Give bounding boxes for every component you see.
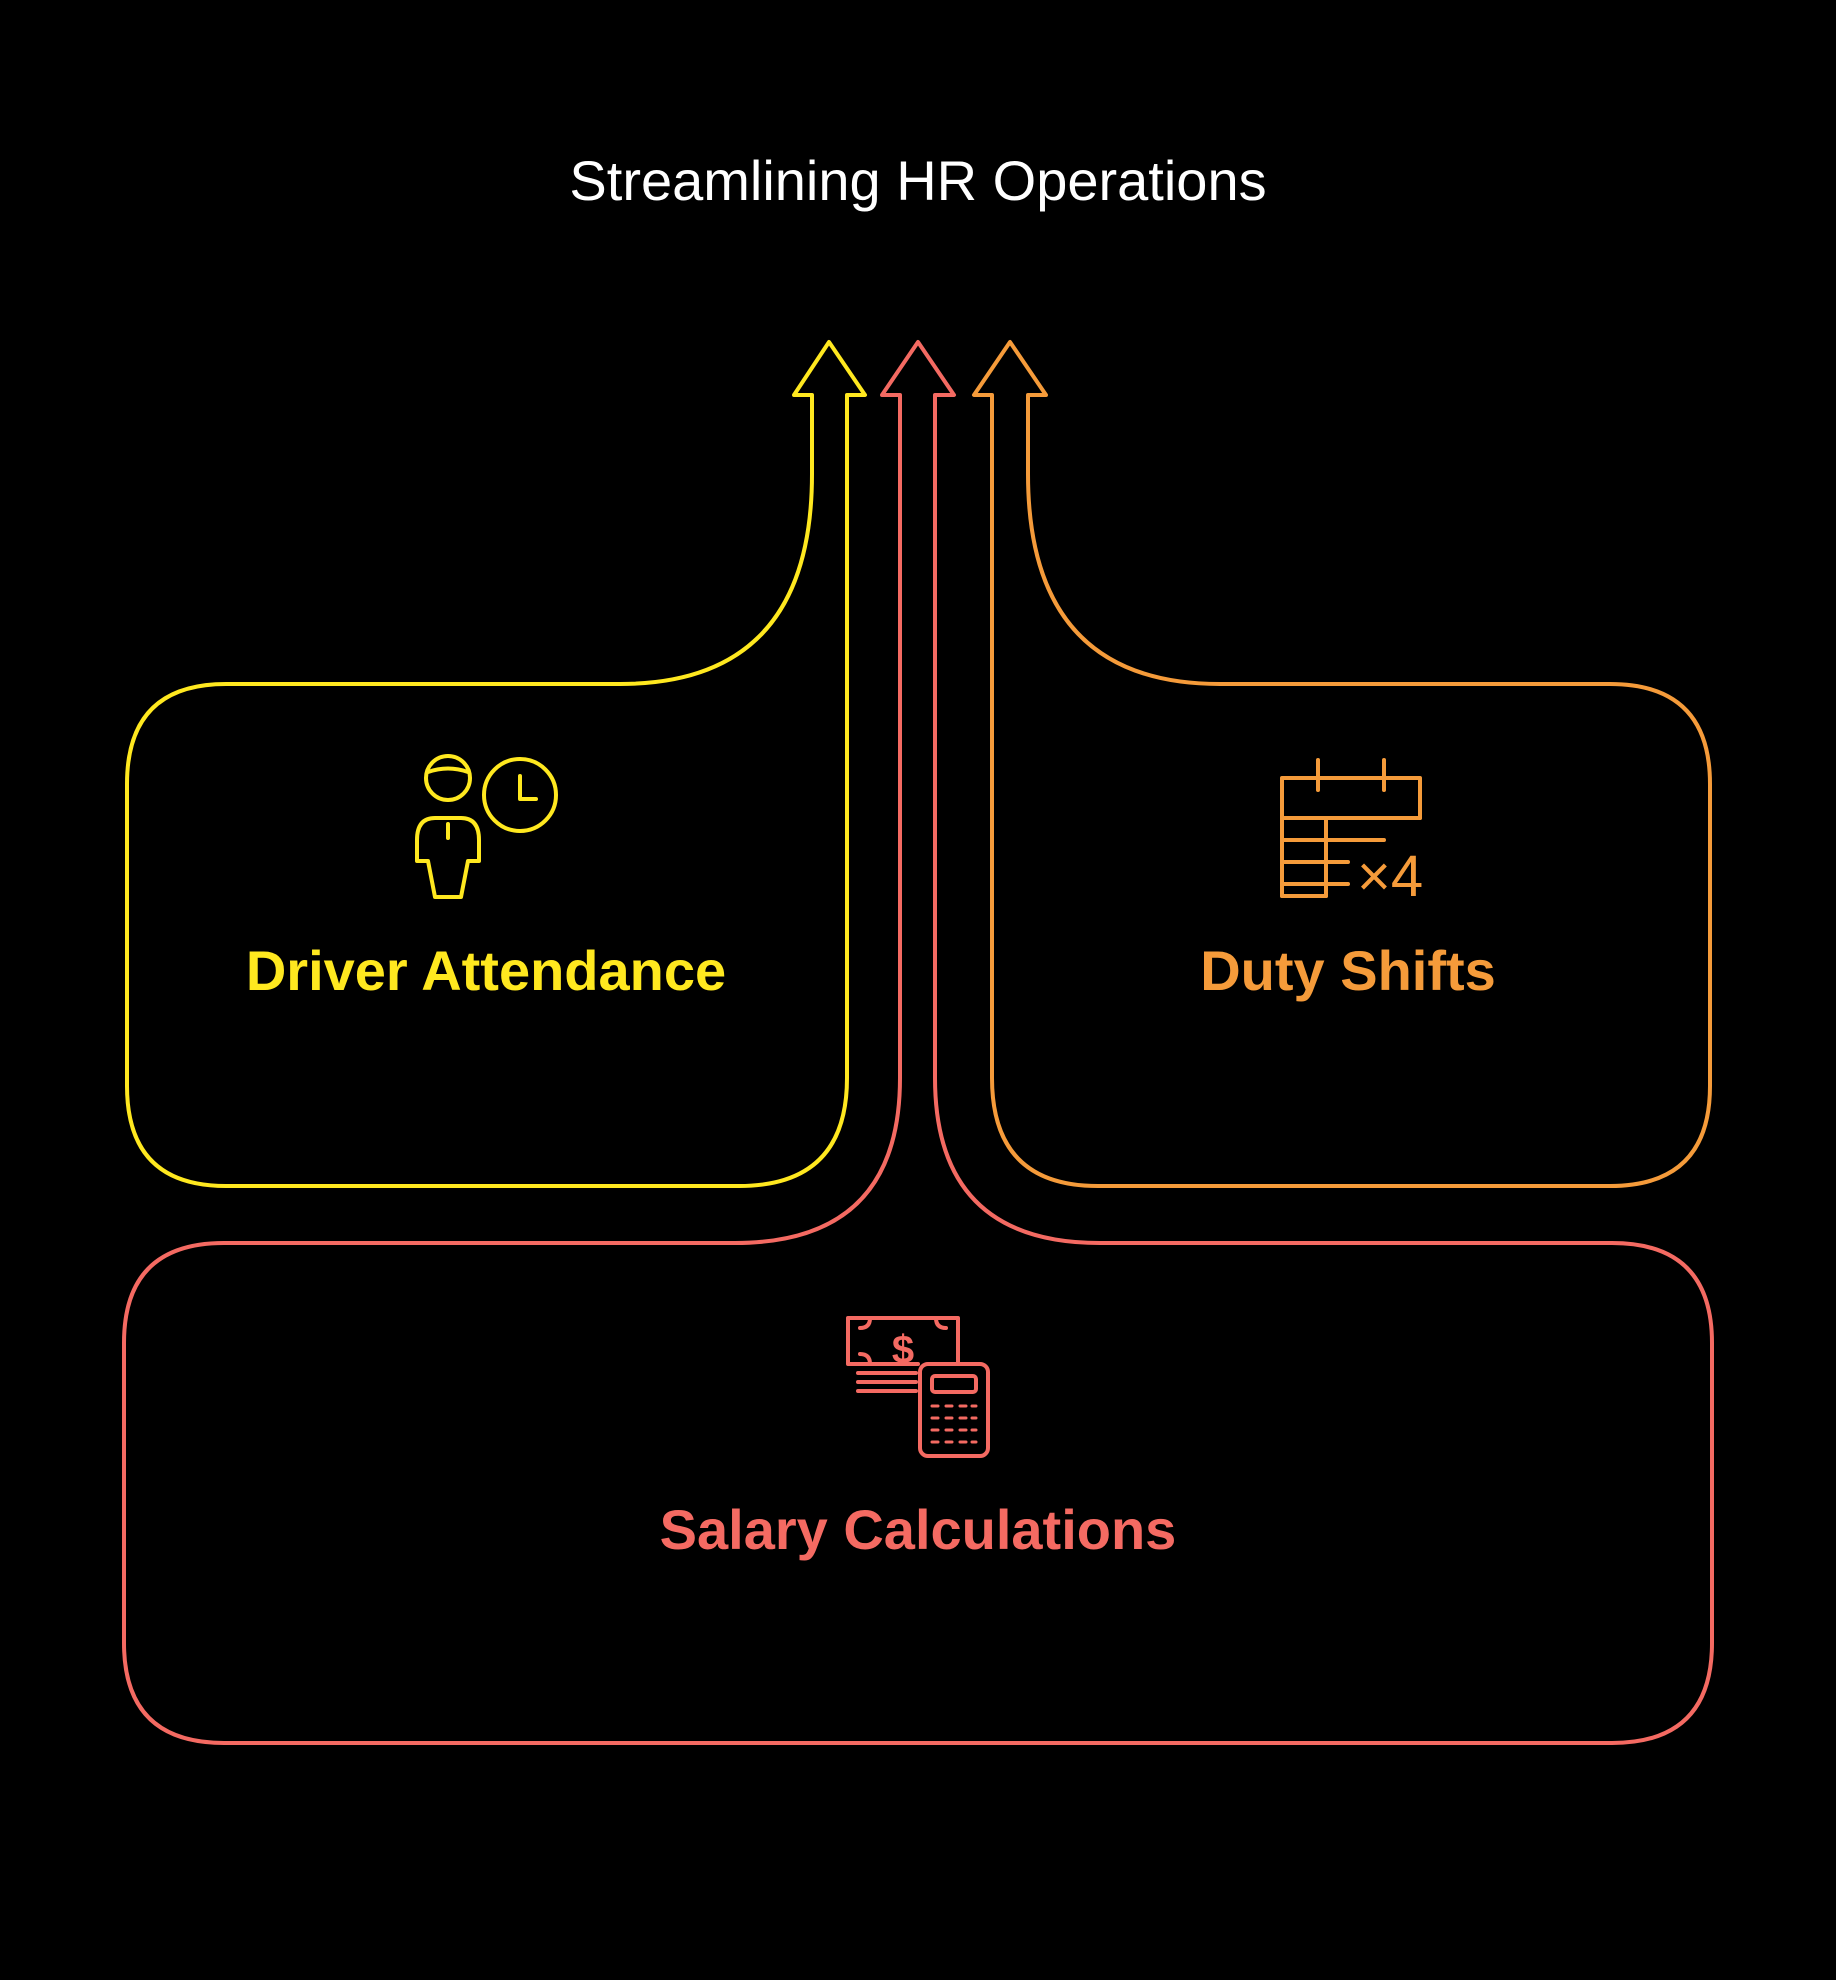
calendar-multiplier: ×4 — [1357, 844, 1423, 909]
diagram-title: Streamlining HR Operations — [569, 149, 1266, 212]
calendar-shift-icon — [1280, 758, 1422, 898]
salary-label: Salary Calculations — [660, 1498, 1177, 1561]
shifts-flow-outline — [972, 340, 1712, 1188]
money-calculator-icon — [846, 1316, 990, 1458]
dollar-sign: $ — [892, 1328, 914, 1372]
attendance-flow-outline — [125, 340, 867, 1188]
shifts-label: Duty Shifts — [1200, 939, 1496, 1002]
driver-clock-icon — [415, 754, 558, 899]
attendance-label: Driver Attendance — [246, 939, 726, 1002]
salary-flow-outline — [122, 340, 1714, 1745]
